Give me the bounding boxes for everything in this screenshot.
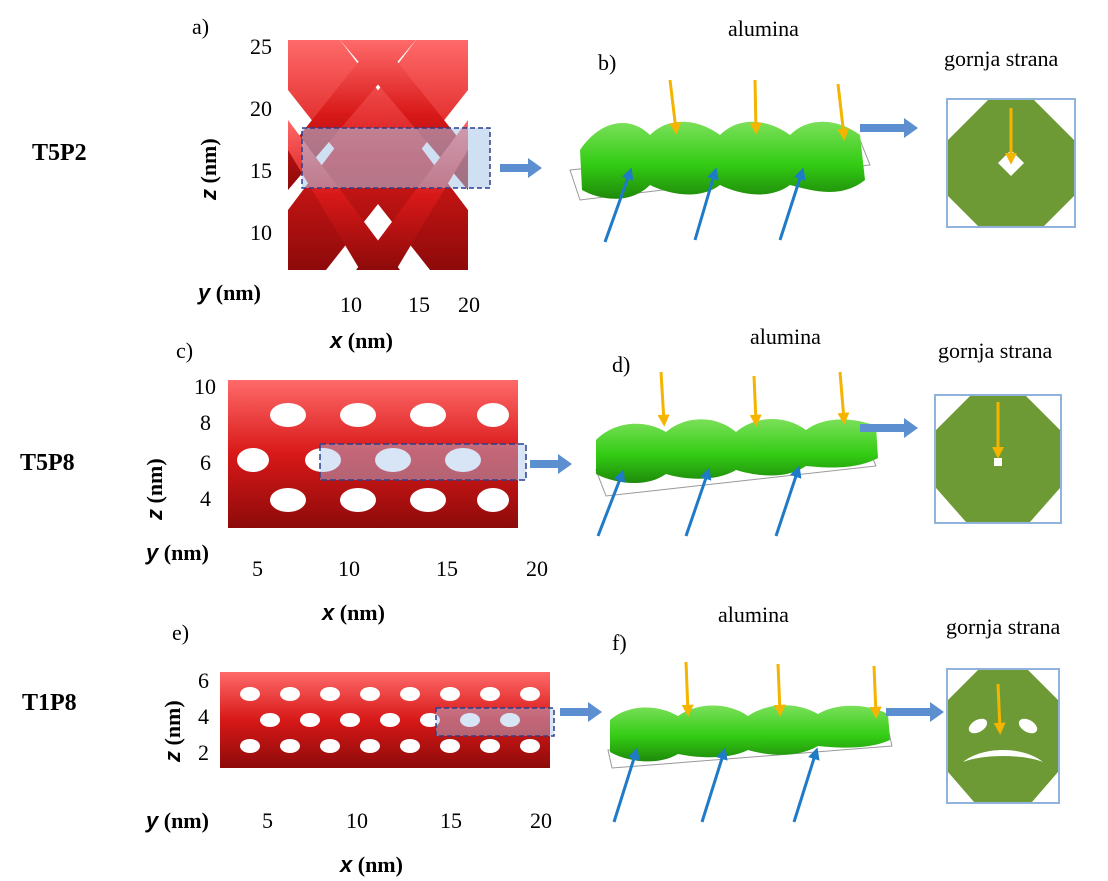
x-axis-label: x (nm) (322, 600, 385, 625)
z-tick: 4 (198, 704, 209, 729)
panel-letter-d: d) (612, 352, 631, 377)
x-tick: 15 (408, 292, 430, 317)
panel-letter-b: b) (598, 50, 617, 75)
top-view-image-b (946, 98, 1076, 228)
green-alumina-structure-f (607, 661, 893, 823)
z-tick: 2 (198, 740, 209, 765)
x-tick: 5 (252, 556, 263, 581)
caption-alumina: alumina (750, 324, 821, 349)
x-tick: 15 (440, 808, 462, 833)
panel-letter-e: e) (172, 620, 190, 645)
z-axis-label: z (nm) (160, 700, 185, 762)
x-tick: 10 (346, 808, 368, 833)
z-tick: 10 (194, 374, 216, 399)
z-tick: 25 (250, 34, 272, 59)
top-view-image-f (946, 668, 1060, 804)
connector-arrow (886, 702, 944, 722)
sample-label-t1p8: T1P8 (22, 690, 77, 716)
y-axis-label: y (nm) (146, 540, 209, 565)
sample-label-t5p8: T5P8 (20, 450, 75, 476)
x-tick: 10 (340, 292, 362, 317)
y-axis-label: y (nm) (146, 808, 209, 833)
caption-alumina: alumina (718, 602, 789, 627)
sample-label-t5p2: T5P2 (32, 140, 87, 166)
y-axis-label: y (nm) (198, 280, 261, 305)
red-lattice-structure-a (288, 40, 491, 270)
z-tick: 8 (200, 410, 211, 435)
caption-alumina: alumina (728, 16, 799, 41)
panel-letter-c: c) (176, 338, 194, 363)
z-tick: 4 (200, 486, 211, 511)
caption-top-side: gornja strana (946, 614, 1061, 639)
z-axis-label: z (nm) (142, 458, 167, 520)
caption-top-side: gornja strana (938, 338, 1053, 363)
connector-arrow (500, 158, 542, 178)
connector-arrow (860, 418, 918, 438)
z-tick: 6 (198, 668, 209, 693)
connector-arrow (530, 454, 572, 474)
red-lattice-structure-c (228, 380, 527, 528)
x-tick: 5 (262, 808, 273, 833)
green-alumina-structure-b (569, 79, 871, 243)
z-axis-label: z (nm) (196, 138, 221, 200)
x-tick: 20 (526, 556, 548, 581)
z-tick: 15 (250, 158, 272, 183)
x-tick: 20 (458, 292, 480, 317)
red-lattice-structure-e (220, 672, 555, 768)
green-alumina-structure-d (595, 371, 878, 537)
z-tick: 10 (250, 220, 272, 245)
caption-top-side: gornja strana (944, 46, 1059, 71)
panel-letter-f: f) (612, 630, 627, 655)
connector-arrow (560, 702, 602, 722)
x-axis-label: x (nm) (340, 852, 403, 877)
z-tick: 6 (200, 450, 211, 475)
x-tick: 20 (530, 808, 552, 833)
panel-letter-a: a) (192, 14, 210, 39)
x-tick: 15 (436, 556, 458, 581)
x-axis-label: x (nm) (330, 328, 393, 353)
connector-arrow (860, 118, 918, 138)
top-view-image-d (934, 394, 1062, 524)
x-tick: 10 (338, 556, 360, 581)
z-tick: 20 (250, 96, 272, 121)
